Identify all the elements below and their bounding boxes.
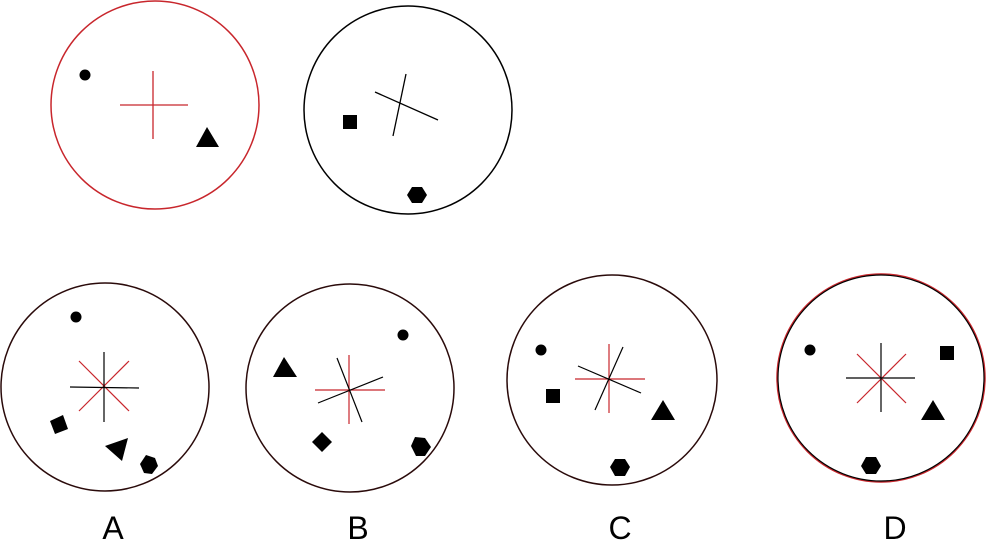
option-b-label[interactable]: B — [347, 510, 369, 546]
option-a-figure[interactable] — [0, 282, 210, 492]
outer-circle — [303, 5, 513, 215]
dot-shape — [397, 329, 409, 341]
square-shape — [50, 415, 68, 434]
question-figure-2 — [303, 5, 513, 215]
option-c-figure[interactable] — [506, 274, 718, 486]
triangle-shape — [651, 400, 675, 420]
outer-circle — [50, 0, 260, 210]
hexagon-shape — [407, 187, 427, 203]
dot-shape — [70, 311, 82, 323]
black-line — [392, 73, 407, 137]
square-shape — [940, 346, 954, 360]
triangle-shape — [273, 357, 297, 377]
option-c-label[interactable]: C — [608, 510, 632, 546]
option-b-figure[interactable] — [245, 283, 455, 493]
outer-circle — [245, 283, 455, 493]
black-line — [577, 365, 642, 394]
square-shape — [343, 115, 357, 129]
outer-circle — [506, 274, 718, 486]
black-line — [374, 91, 439, 121]
dot-shape — [79, 69, 91, 81]
hexagon-shape — [610, 459, 630, 476]
hexagon-shape — [861, 457, 881, 474]
triangle-shape — [196, 127, 219, 147]
option-a-label[interactable]: A — [102, 510, 124, 546]
triangle-shape — [921, 400, 945, 420]
dot-shape — [804, 344, 816, 356]
option-d-figure[interactable] — [776, 273, 986, 483]
triangle-shape — [105, 438, 128, 461]
option-d-label[interactable]: D — [883, 510, 907, 546]
diamond-shape — [312, 432, 332, 452]
square-shape — [546, 389, 560, 403]
dot-shape — [535, 344, 547, 356]
black-line — [594, 346, 624, 411]
outer-circle — [777, 274, 985, 482]
outer-circle — [0, 282, 210, 492]
outer-circle-red — [776, 273, 986, 483]
question-figure-1 — [50, 0, 260, 210]
black-line — [317, 376, 384, 404]
hexagon-shape — [140, 455, 158, 474]
hexagon-shape — [411, 437, 431, 456]
